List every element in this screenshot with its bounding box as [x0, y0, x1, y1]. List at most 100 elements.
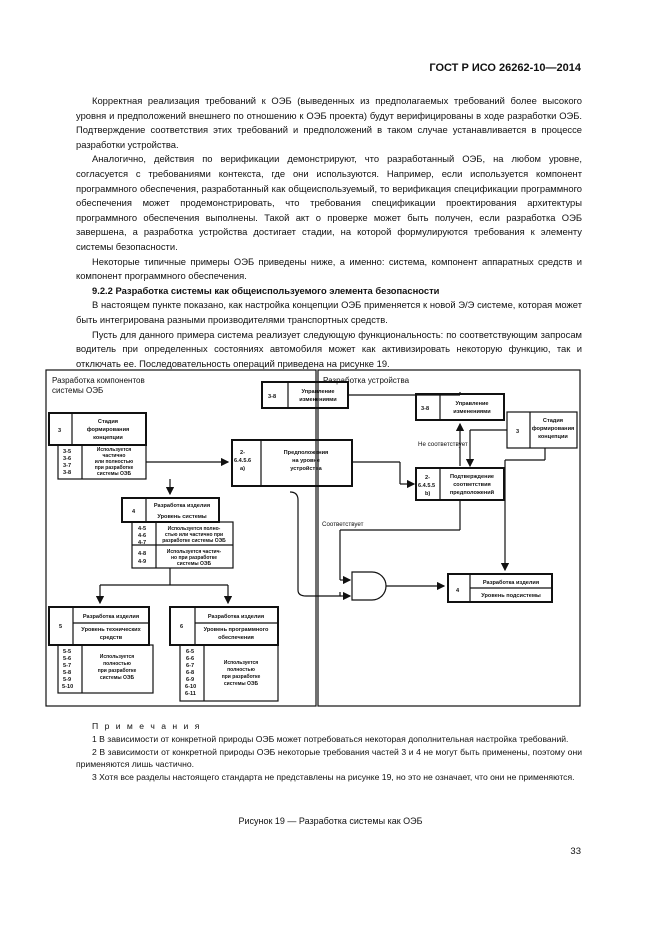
clause: 4-5 [138, 526, 146, 532]
clause-note: Используется [100, 654, 135, 660]
box-num: a) [240, 466, 245, 472]
box-num: 4 [132, 509, 136, 515]
clause: 3-8 [63, 470, 71, 476]
clause-note: системы ОЭБ [177, 561, 212, 567]
clause: 4-9 [138, 559, 146, 565]
clause-note: Используется полно- [168, 526, 221, 532]
box-title: Разработка изделия [83, 613, 139, 620]
paragraph: Некоторые типичные примеры ОЭБ приведены… [76, 255, 582, 282]
box-label: концепции [93, 435, 123, 441]
clause: 5-10 [62, 684, 73, 690]
box-num: 6 [180, 624, 183, 630]
clause: 5-8 [63, 670, 71, 676]
left-frame [45, 369, 317, 707]
clause-note: полностью [103, 661, 131, 667]
right-frame-title: Разработка устройства [323, 376, 410, 385]
clause-note: Используется [224, 660, 259, 666]
clause: 5-5 [63, 649, 71, 655]
and-gate [351, 571, 387, 601]
box-num: 3 [58, 428, 61, 434]
clause-note: стью или частично при [165, 532, 223, 538]
clause: 5-6 [63, 656, 71, 662]
clause-note: системы ОЭБ [97, 471, 132, 477]
clause: 4-8 [138, 551, 146, 557]
clause-note: но при разработке [171, 554, 217, 561]
paragraph: Корректная реализация требований к ОЭБ (… [76, 95, 582, 150]
box-num: 6.4.5.5 [418, 483, 435, 489]
box-title: Разработка изделия [208, 613, 264, 620]
clause: 6-9 [186, 677, 194, 683]
clause-note: или полностью [95, 459, 134, 465]
clause-note: при разработке [95, 464, 134, 471]
box-num: b) [425, 491, 430, 497]
clause: 3-7 [63, 463, 71, 469]
clause-note: Используется частич- [167, 549, 222, 555]
clause-note: частично [103, 453, 126, 459]
edge-label-match: Соответствует [322, 521, 364, 528]
note: 2 В зависимости от конкретной природы ОЭ… [76, 746, 582, 770]
clause-note: системы ОЭБ [224, 681, 259, 687]
left-frame-title: системы ОЭБ [52, 386, 103, 395]
box-label: Управление [301, 389, 334, 395]
clause-note: системы ОЭБ [100, 675, 135, 681]
clause: 6-10 [185, 684, 196, 690]
page-number: 33 [570, 846, 581, 857]
box-title: Разработка изделия [483, 579, 539, 586]
box-label: Стадия [98, 419, 118, 425]
box-label: соответствия [453, 482, 491, 488]
box-num: 2- [425, 475, 430, 481]
paragraph: В настоящем пункте показано, как настрой… [76, 299, 582, 325]
box-num: 4 [456, 588, 460, 594]
box-num: 3-8 [421, 406, 429, 412]
clause: 6-6 [186, 656, 194, 662]
clause: 6-5 [186, 649, 194, 655]
edge-label-not-match: Не соответствует [418, 441, 468, 448]
box-label: концепции [538, 434, 568, 440]
box-label: предположений [450, 489, 495, 496]
box-label: устройства [290, 465, 322, 472]
clause: 6-11 [185, 691, 196, 697]
clause-note: Используется [97, 447, 132, 453]
box-label: формирования [87, 426, 130, 433]
document-header: ГОСТ Р ИСО 26262-10—2014 [429, 62, 581, 74]
box-num: 5 [59, 624, 62, 630]
box-subtitle: Уровень программного [204, 627, 269, 633]
clause: 4-7 [138, 540, 146, 546]
clause: 6-8 [186, 670, 194, 676]
box-label: на уровне [292, 458, 320, 464]
box-label: изменениями [453, 409, 491, 415]
box-label: Подтверждение [450, 474, 494, 480]
notes: П р и м е ч а н и я 1 В зависимости от к… [76, 720, 582, 784]
box-num: 3 [516, 429, 519, 435]
section-heading: 9.2.2 Разработка системы как общеиспольз… [92, 284, 440, 296]
box-subtitle: обеспечения [218, 634, 254, 641]
box-label: Управление [455, 401, 488, 407]
left-frame-title: Разработка компонентов [52, 376, 145, 385]
right-frame [317, 369, 581, 707]
clause-note: разработке системы ОЭБ [162, 537, 226, 544]
box-num: 3-8 [268, 394, 276, 400]
box-title: Разработка изделия [154, 502, 210, 509]
note: 3 Хотя все разделы настоящего стандарта … [92, 772, 575, 783]
box-label: изменениями [299, 397, 337, 403]
paragraph: Пусть для данного примера система реализ… [76, 328, 582, 369]
clause: 3-6 [63, 456, 71, 462]
box-num: 2- [240, 450, 245, 456]
box-subtitle: средств [100, 635, 123, 641]
box-label: Стадия [543, 418, 563, 424]
box-subtitle: Уровень технических [81, 627, 141, 633]
clause: 5-9 [63, 677, 71, 683]
note: 1 В зависимости от конкретной природы ОЭ… [92, 733, 569, 744]
notes-title: П р и м е ч а н и я [92, 721, 202, 731]
clause-note: полностью [227, 667, 255, 673]
clause-note: при разработке [222, 673, 261, 680]
figure-caption: Рисунок 19 — Разработка системы как ОЭБ [238, 816, 423, 826]
clause: 5-7 [63, 663, 71, 669]
box-label: формирования [532, 425, 575, 432]
clause: 6-7 [186, 663, 194, 669]
box-label: Предположения [284, 450, 329, 456]
box-subtitle: Уровень системы [157, 514, 207, 520]
clause: 3-5 [63, 449, 71, 455]
box-subtitle: Уровень подсистемы [481, 593, 541, 599]
